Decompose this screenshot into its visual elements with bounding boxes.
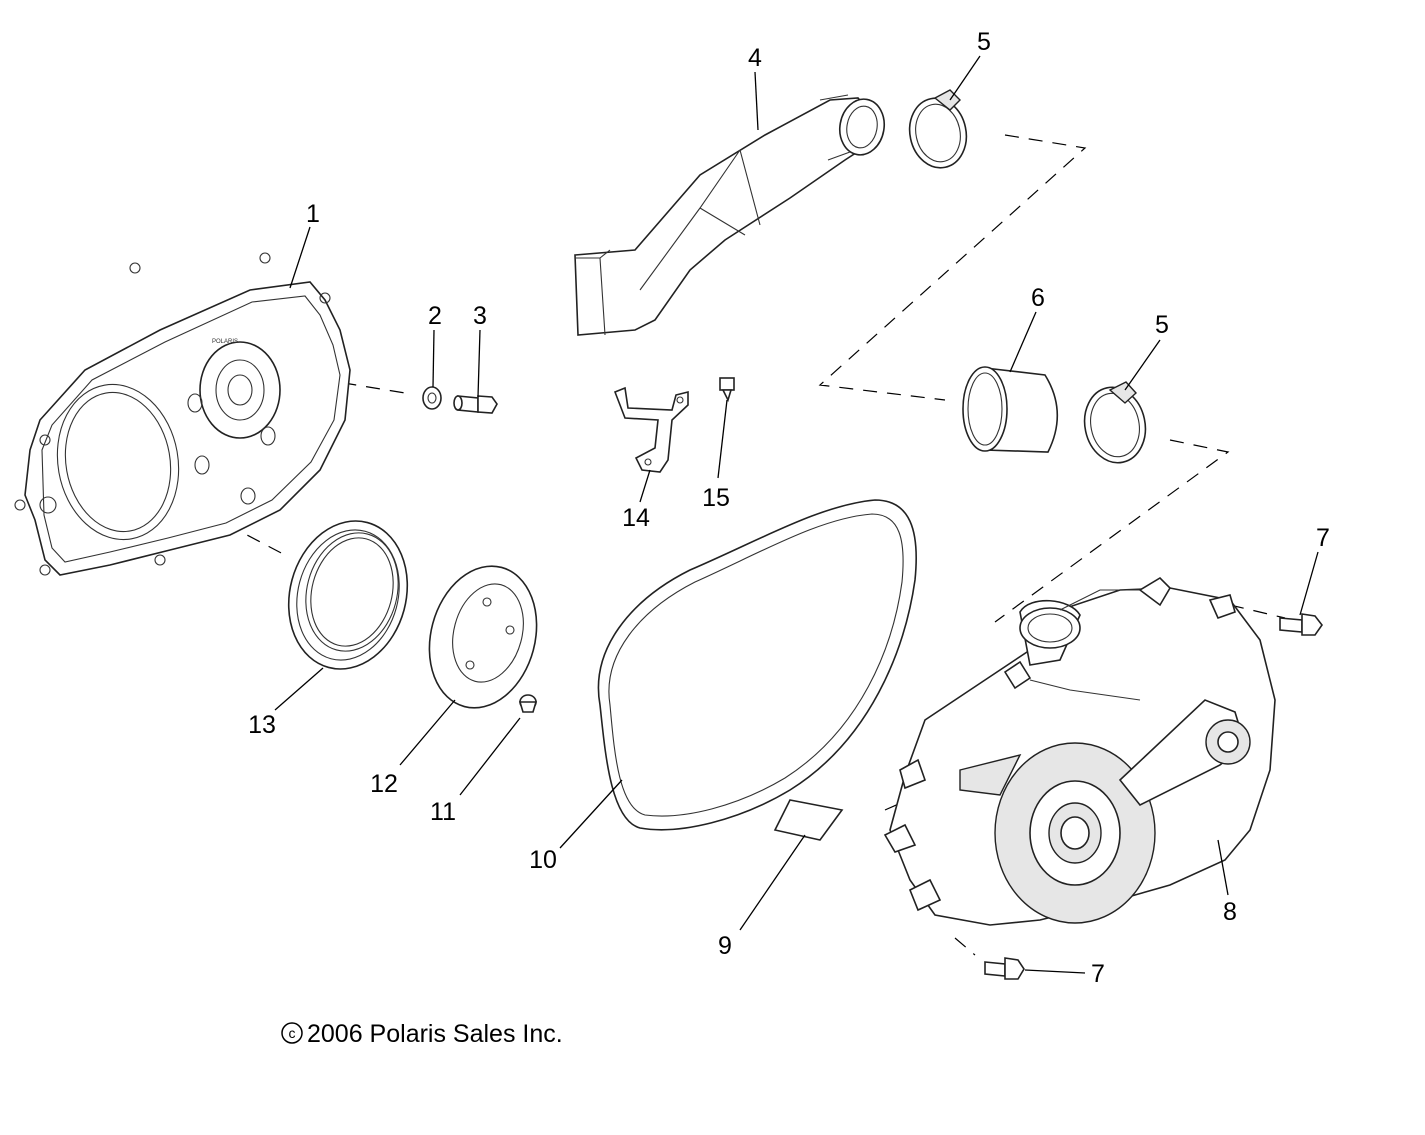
callout-4: 4	[748, 44, 762, 72]
screw	[518, 694, 538, 713]
callout-7-lower: 7	[1091, 960, 1105, 988]
callout-11: 11	[430, 798, 456, 826]
intake-coupler	[962, 366, 1059, 453]
callout-labels: 1 2 3 4 5 5 6 7 7 8 9 10 11 12 13 14 15	[248, 28, 1330, 988]
copyright-notice: c 2006 Polaris Sales Inc.	[281, 1020, 563, 1048]
callout-8: 8	[1223, 898, 1237, 926]
callout-12: 12	[370, 770, 398, 798]
seal-ring	[287, 520, 409, 670]
callout-5-top: 5	[977, 28, 991, 56]
bolt	[453, 395, 498, 414]
flange-bolt-lower	[984, 957, 1025, 980]
hose-clamp-top	[908, 89, 968, 169]
drive-belt	[597, 499, 917, 831]
flange-bolt-upper	[1279, 613, 1323, 636]
callout-10: 10	[529, 846, 557, 874]
intake-duct	[574, 94, 886, 336]
copyright-symbol-icon	[281, 1022, 303, 1044]
callout-1: 1	[306, 200, 320, 228]
callout-9: 9	[718, 932, 732, 960]
callout-3: 3	[473, 302, 487, 330]
callout-6: 6	[1031, 284, 1045, 312]
copyright-text: 2006 Polaris Sales Inc.	[307, 1020, 563, 1048]
callout-13: 13	[248, 711, 276, 739]
gasket-plate	[428, 565, 538, 709]
inner-clutch-cover: POLARIS	[14, 252, 351, 576]
callout-15: 15	[702, 484, 730, 512]
outer-clutch-cover	[883, 576, 1276, 926]
decal	[773, 799, 844, 841]
washer	[422, 386, 442, 410]
leader-lines	[274, 55, 1319, 974]
hose-clamp-bottom	[1083, 381, 1147, 464]
callout-5-bottom: 5	[1155, 311, 1169, 339]
callout-7-upper: 7	[1316, 524, 1330, 552]
cover-stamp-text: POLARIS	[212, 339, 238, 345]
callout-2: 2	[428, 302, 442, 330]
copyright-symbol-letter: c	[289, 1025, 296, 1041]
bracket	[613, 386, 689, 473]
push-rivet	[719, 377, 735, 403]
callout-14: 14	[622, 504, 650, 532]
